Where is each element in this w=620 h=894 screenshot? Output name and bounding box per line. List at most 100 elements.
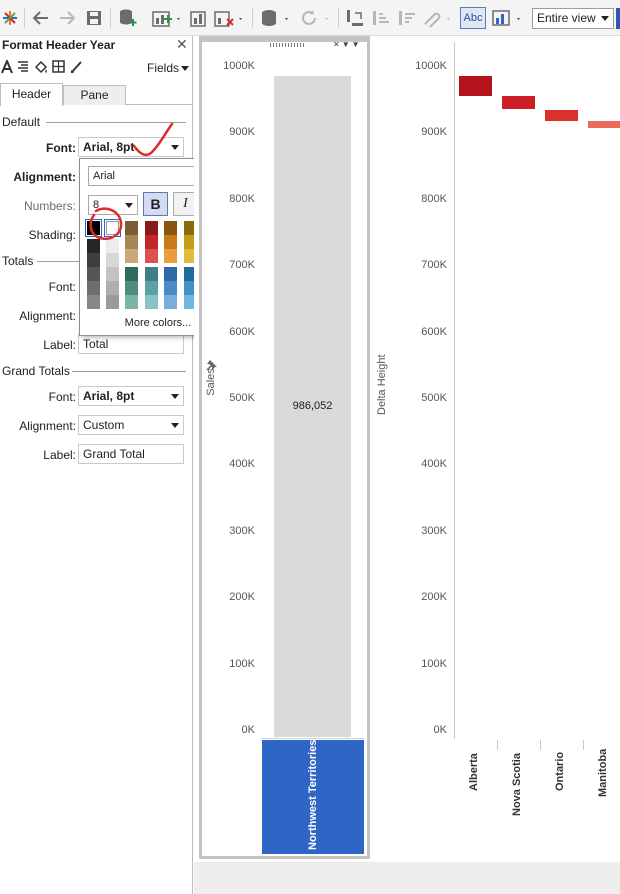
color-swatch-white-1[interactable] <box>106 239 119 253</box>
category-label[interactable]: Manitoba <box>597 748 609 798</box>
drag-handle[interactable] <box>270 43 306 47</box>
alignment-icon[interactable] <box>17 60 29 76</box>
category-label[interactable]: Alberta <box>468 752 480 791</box>
grand-totals-alignment-dropdown[interactable]: Custom <box>78 415 184 435</box>
waterfall-bar-manitoba[interactable] <box>588 121 620 129</box>
highlight-icon[interactable] <box>420 6 454 30</box>
borders-icon[interactable] <box>52 60 66 76</box>
header-northwest-territories[interactable] <box>262 740 364 854</box>
frame-controls[interactable]: ✕▼▼ <box>333 40 362 49</box>
shading-icon[interactable] <box>34 60 48 76</box>
color-swatch-b0-0[interactable] <box>125 267 138 281</box>
color-swatch-white-2[interactable] <box>106 253 119 267</box>
color-swatch-white-0[interactable] <box>104 219 121 237</box>
view-mode-select[interactable]: Entire view <box>532 8 614 29</box>
color-swatch-white-4[interactable] <box>106 281 119 295</box>
color-swatch-0-2[interactable] <box>125 249 138 263</box>
sales-tick-label: 400K <box>229 458 255 471</box>
color-swatch-black-2[interactable] <box>87 253 100 267</box>
font-dropdown[interactable]: Arial, 8pt <box>78 137 184 157</box>
sales-bar[interactable] <box>274 76 351 737</box>
tab-header[interactable]: Header <box>0 83 63 106</box>
totals-label-input[interactable]: Total <box>78 334 184 354</box>
pin-icon[interactable] <box>206 359 218 374</box>
waterfall-bar-nova-scotia[interactable] <box>502 95 535 109</box>
datasource-icon[interactable] <box>258 6 292 30</box>
sort-ascending-icon[interactable] <box>370 6 392 30</box>
color-swatch-b1-0[interactable] <box>144 267 158 281</box>
lines-icon[interactable] <box>70 60 84 76</box>
grand-totals-font-value: Arial, 8pt <box>83 389 135 403</box>
font-size-value: 8 <box>93 199 100 211</box>
totals-alignment-label: Alignment: <box>19 309 76 323</box>
color-swatch-0-0[interactable] <box>125 221 138 235</box>
forward-arrow-icon[interactable] <box>56 6 78 30</box>
grand-totals-font-dropdown[interactable]: Arial, 8pt <box>78 386 184 406</box>
totals-label-label: Label: <box>43 338 76 352</box>
color-swatch-white-5[interactable] <box>106 295 119 309</box>
toolbar: Abc Entire view <box>0 0 620 36</box>
color-swatch-b0-2[interactable] <box>125 295 138 309</box>
tableau-logo-icon[interactable] <box>0 6 20 30</box>
close-icon[interactable]: ✕ <box>176 36 188 52</box>
new-worksheet-icon[interactable] <box>150 6 184 30</box>
delta-height-tick-label: 600K <box>421 325 447 338</box>
color-swatch-white-3[interactable] <box>106 267 119 281</box>
color-swatch-b2-1[interactable] <box>164 281 177 295</box>
color-swatch-2-1[interactable] <box>164 235 177 249</box>
color-swatch-b2-2[interactable] <box>164 295 177 309</box>
color-swatch-3-0[interactable] <box>183 221 197 235</box>
color-swatch-1-0[interactable] <box>144 221 158 235</box>
color-swatch-black-4[interactable] <box>87 281 100 295</box>
chevron-down-icon <box>171 145 179 150</box>
back-arrow-icon[interactable] <box>30 6 52 30</box>
color-swatch-3-2[interactable] <box>183 249 197 263</box>
color-swatch-b0-1[interactable] <box>125 281 138 295</box>
category-label[interactable]: Ontario <box>554 751 566 791</box>
color-swatch-b3-2[interactable] <box>183 295 197 309</box>
color-swatch-b1-2[interactable] <box>144 295 158 309</box>
delta-height-tick-label: 700K <box>421 259 447 272</box>
show-labels-button[interactable]: Abc <box>460 7 486 29</box>
color-swatch-b1-1[interactable] <box>144 281 158 295</box>
category-label[interactable]: Nova Scotia <box>511 753 523 817</box>
refresh-icon[interactable] <box>298 6 332 30</box>
color-swatch-b2-0[interactable] <box>164 267 177 281</box>
bold-button[interactable]: B <box>143 192 168 216</box>
color-swatch-black-3[interactable] <box>87 267 100 281</box>
toolbar-edge-button[interactable] <box>616 8 620 29</box>
font-size-dropdown[interactable]: 8 <box>88 195 138 215</box>
color-swatch-b3-0[interactable] <box>183 267 197 281</box>
color-swatch-black-0[interactable] <box>85 219 102 237</box>
color-swatch-black-5[interactable] <box>87 295 100 309</box>
color-swatch-2-2[interactable] <box>164 249 177 263</box>
new-datasource-icon[interactable] <box>116 6 140 30</box>
sort-descending-icon[interactable] <box>396 6 418 30</box>
save-icon[interactable] <box>84 6 104 30</box>
color-swatch-black-1[interactable] <box>87 239 100 253</box>
sales-tick-label: 300K <box>229 524 255 537</box>
more-colors-link[interactable]: More colors... <box>124 317 192 329</box>
sales-tick-label: 700K <box>229 259 255 272</box>
swap-icon[interactable] <box>344 6 366 30</box>
grand-totals-label-input[interactable]: Grand Total <box>78 444 184 464</box>
duplicate-sheet-icon[interactable] <box>188 6 210 30</box>
waterfall-bar-alberta[interactable] <box>459 75 492 96</box>
color-swatch-3-1[interactable] <box>183 235 197 249</box>
color-swatch-b3-1[interactable] <box>183 281 197 295</box>
color-swatch-1-2[interactable] <box>144 249 158 263</box>
color-swatch-2-0[interactable] <box>164 221 177 235</box>
numbers-label: Numbers: <box>23 199 76 213</box>
selected-sheet-frame[interactable]: ✕▼▼ <box>199 36 370 859</box>
font-icon[interactable] <box>1 58 13 76</box>
delta-height-tick-label: 1000K <box>415 60 447 72</box>
chevron-down-icon <box>181 66 190 72</box>
waterfall-bar-ontario[interactable] <box>545 110 578 121</box>
fields-dropdown[interactable]: Fields <box>147 61 190 75</box>
color-swatch-0-1[interactable] <box>125 235 138 249</box>
fit-icon[interactable] <box>490 6 526 30</box>
color-swatch-1-1[interactable] <box>144 235 158 249</box>
tab-pane[interactable]: Pane <box>63 85 126 105</box>
clear-sheet-icon[interactable] <box>212 6 246 30</box>
shading-label: Shading: <box>28 228 76 242</box>
